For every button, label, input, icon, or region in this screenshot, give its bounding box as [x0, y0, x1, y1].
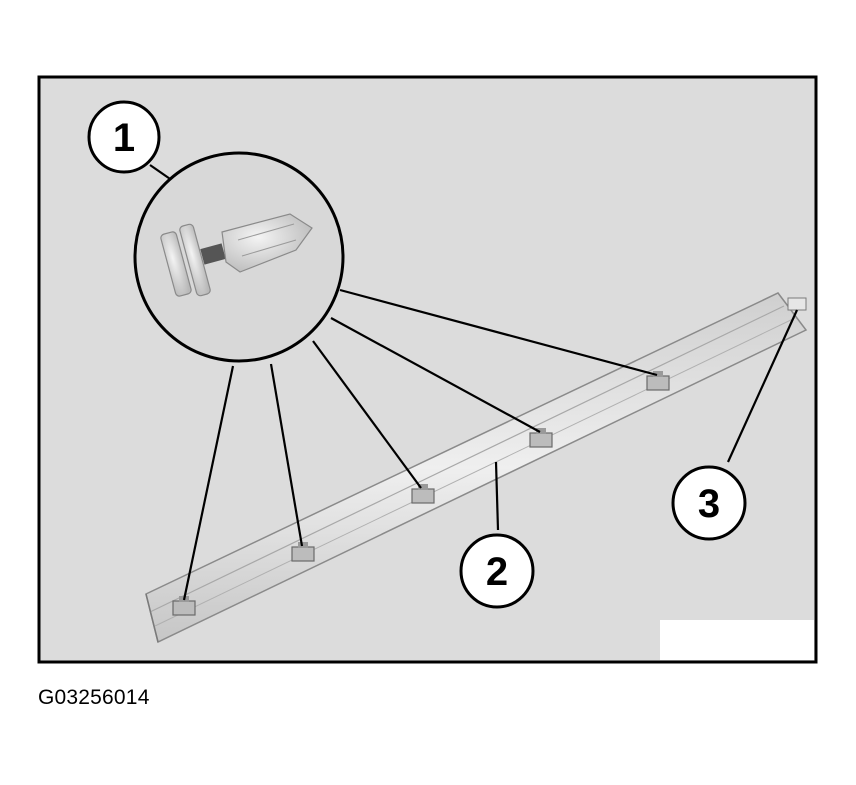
magnifier — [133, 151, 345, 363]
leader-line — [182, 365, 235, 601]
panel-notch — [660, 620, 814, 660]
strip-clips — [172, 371, 670, 616]
leader-line — [726, 309, 799, 463]
strip-clip — [411, 484, 435, 504]
callout-1: 1 — [87, 100, 161, 174]
strip-clip — [291, 542, 315, 562]
callout-number: 1 — [113, 116, 135, 160]
strip-clip — [529, 428, 553, 448]
clip-icon — [160, 213, 313, 297]
leader-line — [494, 461, 500, 531]
callout-3: 3 — [671, 465, 747, 541]
figure-id-label: G03256014 — [38, 686, 150, 709]
strip-clip — [646, 371, 670, 391]
strip-end-tab — [787, 297, 807, 311]
leader-line — [312, 340, 422, 489]
callout-2: 2 — [459, 533, 535, 609]
callout-number: 2 — [486, 550, 508, 594]
callout-number: 3 — [698, 482, 720, 526]
leader-line — [269, 363, 304, 547]
leader-lines — [149, 164, 799, 601]
leader-line — [339, 288, 658, 377]
leader-line — [330, 317, 541, 433]
